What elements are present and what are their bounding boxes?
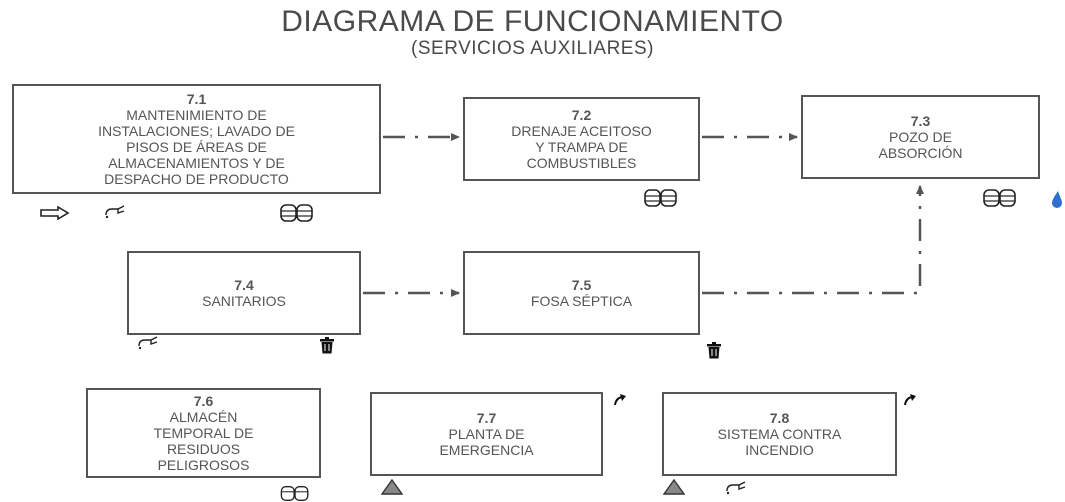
box-number: 7.2 [571, 106, 592, 123]
diagram-subtitle: (SERVICIOS AUXILIARES) [411, 38, 654, 59]
barrels-icon [983, 189, 1016, 207]
box-number: 7.6 [193, 392, 214, 409]
exhaust-arrow-icon [614, 394, 626, 406]
box-number: 7.8 [769, 409, 790, 426]
warning-triangle-icon [663, 479, 685, 495]
trash-icon [707, 342, 721, 359]
arrow-outline-icon [40, 206, 70, 220]
box-number: 7.1 [186, 90, 207, 107]
box-7-6: 7.6 ALMACÉN TEMPORAL DE RESIDUOS PELIGRO… [86, 388, 321, 478]
box-7-2: 7.2 DRENAJE ACEITOSO Y TRAMPA DE COMBUST… [463, 97, 700, 181]
box-label: ALMACÉN TEMPORAL DE RESIDUOS PELIGROSOS [153, 408, 254, 473]
box-label: DRENAJE ACEITOSO Y TRAMPA DE COMBUSTIBLE… [511, 122, 652, 171]
box-7-7: 7.7 PLANTA DE EMERGENCIA [370, 392, 603, 476]
water-drop-icon [1052, 191, 1062, 208]
box-7-3: 7.3 POZO DE ABSORCIÓN [801, 95, 1040, 179]
barrels-icon [280, 486, 309, 501]
barrels-icon [280, 204, 313, 222]
exhaust-arrow-icon [904, 394, 916, 406]
box-7-4: 7.4 SANITARIOS [127, 251, 361, 335]
box-label: POZO DE ABSORCIÓN [878, 128, 963, 161]
box-7-1: 7.1 MANTENIMIENTO DE INSTALACIONES; LAVA… [12, 84, 381, 194]
box-label: FOSA SÉPTICA [530, 292, 633, 309]
faucet-icon [138, 336, 158, 350]
box-number: 7.7 [476, 409, 497, 426]
faucet-icon [726, 481, 746, 495]
barrels-icon [644, 189, 677, 207]
warning-triangle-icon [381, 479, 403, 495]
arrow-7-5-to-7-3 [702, 185, 924, 295]
box-number: 7.3 [910, 112, 931, 129]
box-label: SISTEMA CONTRA INCENDIO [717, 425, 842, 458]
box-7-8: 7.8 SISTEMA CONTRA INCENDIO [662, 392, 897, 476]
diagram-title: DIAGRAMA DE FUNCIONAMIENTO [281, 5, 784, 38]
faucet-icon [105, 205, 125, 219]
box-label: MANTENIMIENTO DE INSTALACIONES; LAVADO D… [98, 106, 295, 187]
box-number: 7.4 [234, 276, 254, 293]
box-7-5: 7.5 FOSA SÉPTICA [463, 251, 700, 335]
box-label: SANITARIOS [202, 292, 286, 309]
box-number: 7.5 [571, 276, 592, 293]
box-label: PLANTA DE EMERGENCIA [439, 425, 534, 458]
trash-icon [320, 337, 334, 354]
